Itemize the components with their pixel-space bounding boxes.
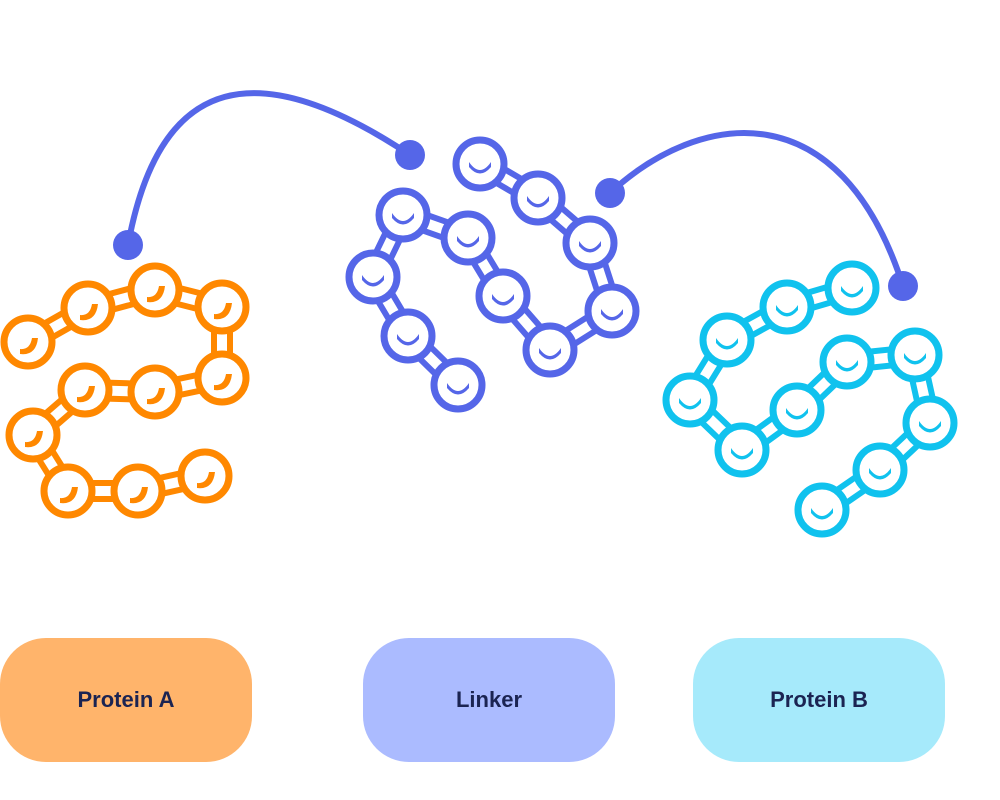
amino-acid-bead xyxy=(440,210,496,266)
linker-label: Linker xyxy=(363,638,615,762)
protein-a-label: Protein A xyxy=(0,638,252,762)
amino-acid-bead xyxy=(430,357,486,413)
amino-acid-bead xyxy=(0,314,56,370)
protein-a-label-text: Protein A xyxy=(77,687,175,712)
amino-acid-bead xyxy=(510,170,566,226)
amino-acid-bead xyxy=(562,215,618,271)
amino-acid-bead xyxy=(5,407,61,463)
amino-acid-bead xyxy=(794,482,850,538)
amino-acid-bead xyxy=(584,283,640,339)
amino-acid-bead xyxy=(522,322,578,378)
connector-left xyxy=(113,90,425,260)
linker-label-text: Linker xyxy=(455,687,523,712)
amino-acid-bead xyxy=(127,364,183,420)
amino-acid-bead xyxy=(819,334,875,390)
amino-acid-bead xyxy=(475,268,531,324)
amino-acid-bead xyxy=(452,136,508,192)
amino-acid-bead xyxy=(824,260,880,316)
amino-acid-bead xyxy=(662,372,718,428)
amino-acid-bead xyxy=(852,442,908,498)
amino-acid-bead xyxy=(40,463,96,519)
amino-acid-bead xyxy=(127,262,183,318)
amino-acid-bead xyxy=(887,327,943,383)
amino-acid-bead xyxy=(380,308,436,364)
protein-b-label-text: Protein B xyxy=(770,687,868,712)
amino-acid-bead xyxy=(769,382,825,438)
amino-acid-bead xyxy=(375,187,431,243)
amino-acid-bead xyxy=(177,448,233,504)
amino-acid-bead xyxy=(60,280,116,336)
amino-acid-bead xyxy=(194,350,250,406)
amino-acid-bead xyxy=(759,279,815,335)
protein-linker-diagram xyxy=(0,90,958,538)
amino-acid-bead xyxy=(57,362,113,418)
connector-right xyxy=(595,130,918,301)
amino-acid-bead xyxy=(345,249,401,305)
protein-b-label: Protein B xyxy=(693,638,945,762)
protein-a-chain xyxy=(0,262,250,519)
amino-acid-bead xyxy=(194,279,250,335)
amino-acid-bead xyxy=(714,422,770,478)
protein-b-chain xyxy=(662,260,958,538)
linker-chain xyxy=(345,136,640,413)
amino-acid-bead xyxy=(110,463,166,519)
amino-acid-bead xyxy=(902,395,958,451)
amino-acid-bead xyxy=(699,312,755,368)
